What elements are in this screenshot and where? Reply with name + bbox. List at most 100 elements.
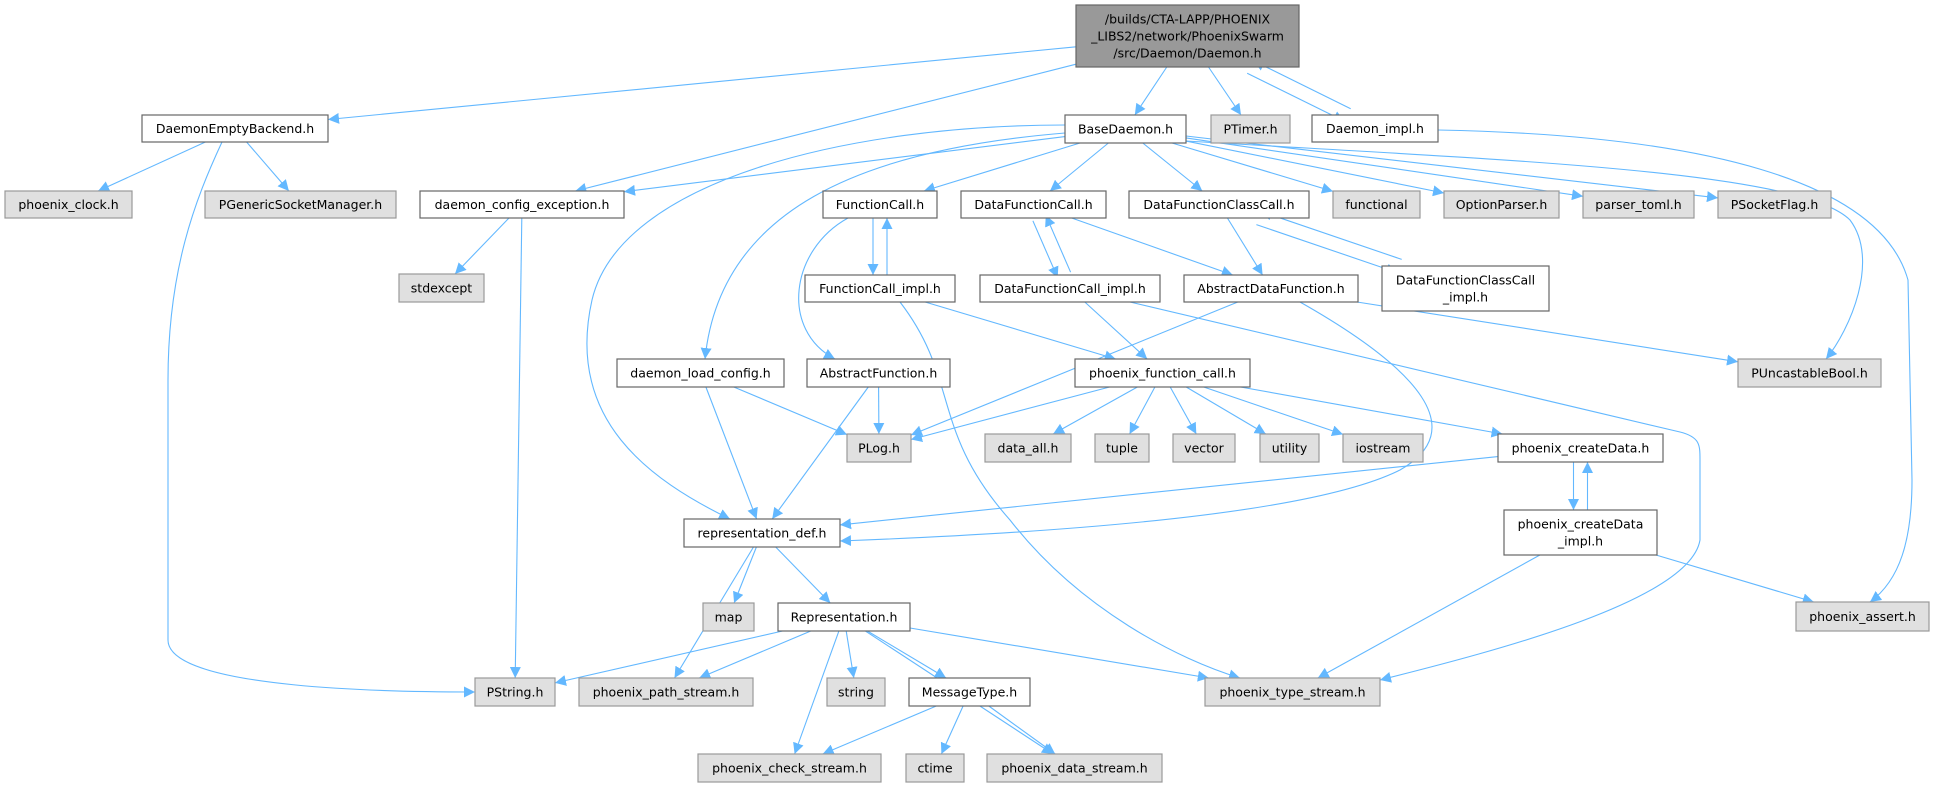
node-box bbox=[697, 753, 882, 783]
node-OptionParser: OptionParser.h bbox=[1443, 190, 1560, 219]
edges-layer bbox=[97, 46, 1913, 755]
edge-DataFunctionCall-to-AbstractDataFunction bbox=[1071, 217, 1233, 277]
node-box bbox=[1582, 190, 1695, 219]
edge-DataFunctionCall_impl-to-phoenix_function_call bbox=[1084, 301, 1148, 360]
node-PTimer: PTimer.h bbox=[1210, 114, 1291, 144]
node-stdexcept: stdexcept bbox=[398, 273, 485, 303]
node-label: PLog.h bbox=[858, 441, 900, 456]
node-label: string bbox=[838, 685, 874, 700]
node-box bbox=[1497, 433, 1664, 463]
edge-FunctionCall_impl-to-phoenix_function_call bbox=[924, 301, 1116, 362]
node-box bbox=[683, 518, 841, 548]
node-label: AbstractFunction.h bbox=[820, 366, 938, 381]
node-Daemon_impl[interactable]: Daemon_impl.h bbox=[1311, 114, 1439, 143]
node-box bbox=[419, 190, 625, 219]
node-label: data_all.h bbox=[998, 441, 1059, 456]
edge-DataFunctionClassCall_impl-to-DataFunctionClassCall bbox=[1260, 209, 1402, 260]
node-DataFunctionClassCall[interactable]: DataFunctionClassCall.h bbox=[1128, 190, 1310, 219]
node-phoenix_createData_impl[interactable]: phoenix_createData_impl.h bbox=[1503, 509, 1658, 556]
node-label: phoenix_check_stream.h bbox=[712, 761, 867, 776]
node-label: _impl.h bbox=[1557, 534, 1603, 549]
node-DataFunctionClassCall_impl[interactable]: DataFunctionClassCall _impl.h bbox=[1381, 265, 1550, 312]
node-label: PUncastableBool.h bbox=[1751, 366, 1868, 381]
edge-BaseDaemon-to-FunctionCall bbox=[923, 142, 1081, 194]
node-AbstractFunction[interactable]: AbstractFunction.h bbox=[806, 358, 951, 388]
node-DataFunctionCall[interactable]: DataFunctionCall.h bbox=[960, 190, 1107, 219]
edge-daemon_load_config-to-PLog bbox=[733, 386, 848, 436]
edge-representation_def-to-Representation bbox=[775, 546, 831, 604]
edge-BaseDaemon-to-representation_def bbox=[586, 124, 1066, 520]
node-label: DataFunctionCall.h bbox=[974, 197, 1092, 212]
node-label: utility bbox=[1272, 441, 1308, 456]
edge-root-to-DaemonEmptyBackend bbox=[327, 46, 1077, 124]
node-phoenix_function_call[interactable]: phoenix_function_call.h bbox=[1074, 358, 1251, 388]
node-PString: PString.h bbox=[474, 677, 556, 707]
node-box bbox=[1172, 433, 1236, 463]
node-box bbox=[1737, 358, 1882, 388]
node-box bbox=[908, 677, 1031, 707]
node-box bbox=[822, 190, 938, 219]
node-DataFunctionCall_impl[interactable]: DataFunctionCall_impl.h bbox=[979, 274, 1161, 303]
node-box bbox=[960, 190, 1107, 219]
node-label: /builds/CTA-LAPP/PHOENIX bbox=[1105, 12, 1271, 27]
node-box bbox=[398, 273, 485, 303]
edge-DaemonEmptyBackend-to-phoenix_clock bbox=[97, 141, 206, 192]
node-box bbox=[1311, 114, 1439, 143]
node-BaseDaemon[interactable]: BaseDaemon.h bbox=[1064, 114, 1187, 144]
edge-phoenix_function_call-to-data_all bbox=[1052, 386, 1138, 435]
node-box bbox=[474, 677, 556, 707]
node-label: daemon_config_exception.h bbox=[435, 197, 610, 212]
node-box bbox=[1503, 509, 1658, 556]
node-box bbox=[4, 190, 133, 219]
node-box bbox=[1259, 433, 1320, 463]
node-label: iostream bbox=[1356, 441, 1411, 456]
node-daemon_config_exception[interactable]: daemon_config_exception.h bbox=[419, 190, 625, 219]
edge-daemon_load_config-to-representation_def bbox=[705, 386, 758, 520]
edge-BaseDaemon-to-parser_toml bbox=[1185, 137, 1584, 201]
edge-BaseDaemon-to-OptionParser bbox=[1185, 140, 1445, 197]
node-label: _impl.h bbox=[1442, 290, 1488, 305]
edge-DataFunctionCall_impl-to-DataFunctionCall bbox=[1045, 214, 1072, 273]
edge-AbstractFunction-to-representation_def bbox=[771, 386, 869, 520]
node-root[interactable]: /builds/CTA-LAPP/PHOENIX_LIBS2/network/P… bbox=[1075, 4, 1300, 68]
node-AbstractDataFunction[interactable]: AbstractDataFunction.h bbox=[1183, 274, 1359, 303]
node-Representation[interactable]: Representation.h bbox=[777, 602, 911, 632]
node-box bbox=[1075, 4, 1300, 68]
node-box bbox=[986, 753, 1163, 783]
edge-BaseDaemon-to-daemon_load_config bbox=[700, 132, 1066, 360]
node-FunctionCall_impl[interactable]: FunctionCall_impl.h bbox=[804, 274, 956, 303]
node-MessageType[interactable]: MessageType.h bbox=[908, 677, 1031, 707]
node-box bbox=[1210, 114, 1291, 144]
node-box bbox=[702, 602, 755, 632]
node-label: map bbox=[715, 610, 743, 625]
edge-DataFunctionCall_impl-to-phoenix_type_stream bbox=[1129, 301, 1701, 683]
node-daemon_load_config[interactable]: daemon_load_config.h bbox=[616, 358, 785, 388]
edge-FunctionCall-to-AbstractFunction bbox=[798, 217, 849, 360]
node-parser_toml: parser_toml.h bbox=[1582, 190, 1695, 219]
node-representation_def[interactable]: representation_def.h bbox=[683, 518, 841, 548]
node-label: Representation.h bbox=[791, 610, 898, 625]
edge-phoenix_createData-to-representation_def bbox=[839, 456, 1499, 530]
node-box bbox=[846, 433, 912, 463]
node-phoenix_createData[interactable]: phoenix_createData.h bbox=[1497, 433, 1664, 463]
node-label: phoenix_data_stream.h bbox=[1001, 761, 1147, 776]
node-FunctionCall[interactable]: FunctionCall.h bbox=[822, 190, 938, 219]
node-DaemonEmptyBackend[interactable]: DaemonEmptyBackend.h bbox=[141, 114, 329, 143]
node-label: daemon_load_config.h bbox=[630, 366, 770, 381]
edge-daemon_config_exception-to-PString bbox=[509, 217, 523, 679]
node-PUncastableBool: PUncastableBool.h bbox=[1737, 358, 1882, 388]
nodes-layer: /builds/CTA-LAPP/PHOENIX_LIBS2/network/P… bbox=[4, 4, 1930, 783]
edge-Daemon_impl-to-root bbox=[1253, 60, 1351, 110]
node-label: PSocketFlag.h bbox=[1731, 197, 1819, 212]
node-label: PTimer.h bbox=[1223, 122, 1277, 137]
node-vector: vector bbox=[1172, 433, 1236, 463]
node-phoenix_assert: phoenix_assert.h bbox=[1795, 601, 1930, 632]
node-label: DataFunctionClassCall.h bbox=[1143, 197, 1294, 212]
edge-root-to-Daemon_impl bbox=[1246, 72, 1345, 122]
node-label: DataFunctionClassCall bbox=[1396, 273, 1535, 288]
node-label: phoenix_path_stream.h bbox=[593, 685, 740, 700]
edge-Daemon_impl-to-phoenix_assert bbox=[1437, 129, 1913, 603]
node-box bbox=[1342, 433, 1424, 463]
node-data_all: data_all.h bbox=[984, 433, 1072, 463]
node-label: tuple bbox=[1106, 441, 1138, 456]
